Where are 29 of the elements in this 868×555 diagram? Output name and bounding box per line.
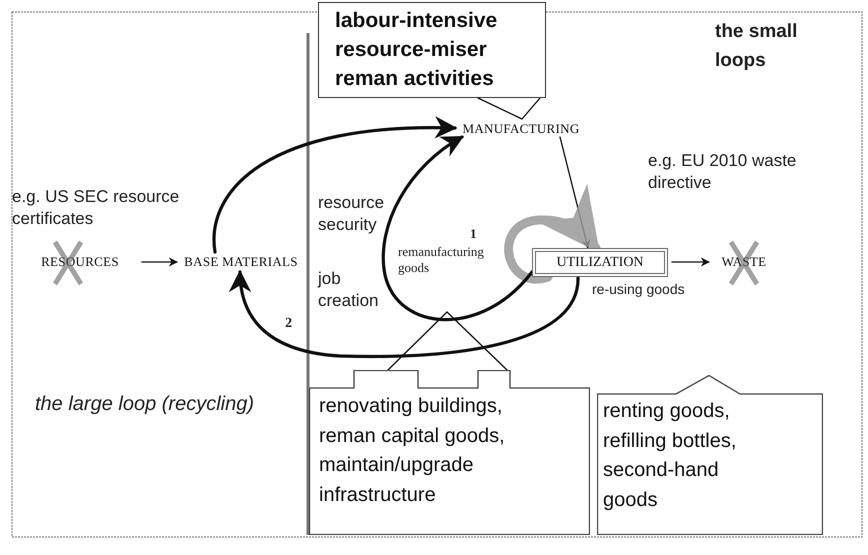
callout-box <box>309 370 590 535</box>
node-label: MANUFACTURING <box>461 120 581 138</box>
node-label: UTILIZATION <box>555 254 645 272</box>
arrow <box>504 184 600 284</box>
arrow <box>212 116 458 254</box>
text-label: remanufacturing goods <box>398 244 485 276</box>
text-label: e.g. US SEC resource certificates <box>12 186 180 230</box>
text-label: re-using goods <box>592 280 686 298</box>
flow-stage-box <box>532 248 668 277</box>
arrow <box>141 257 178 267</box>
node-label: labour-intensive resource-miser reman activities <box>335 8 498 92</box>
text-label: the small loops <box>715 20 798 72</box>
callout-box <box>597 375 823 535</box>
text-label: e.g. EU 2010 waste directive <box>648 150 798 194</box>
leader-line <box>387 311 508 371</box>
leader-line <box>477 97 541 120</box>
node-label: renting goods, refilling bottles, second-hand goods <box>603 399 738 513</box>
callout-box <box>318 2 546 98</box>
node-label: RESOURCES <box>40 253 120 271</box>
node-label: WASTE <box>720 253 768 271</box>
text-label: the large loop (recycling) <box>35 392 255 417</box>
arrow <box>671 257 710 267</box>
node-label: renovating buildings, reman capital goods, maintain/upgrade infrastructure <box>319 394 506 508</box>
text-label: job creation <box>318 268 380 312</box>
text-label: 1 <box>470 226 478 243</box>
arrow <box>382 135 534 322</box>
node-label: BASE MATERIALS <box>183 253 299 271</box>
arrow <box>230 270 580 358</box>
text-label: resource security <box>318 192 386 236</box>
